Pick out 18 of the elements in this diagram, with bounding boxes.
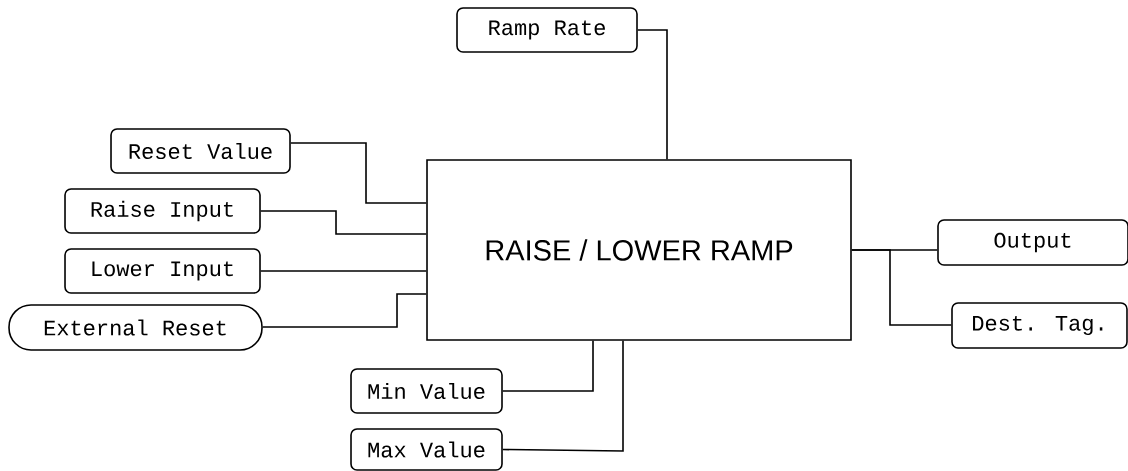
input-box: Min Value xyxy=(350,368,503,414)
input-box: External Reset xyxy=(8,304,263,351)
input-box: Max Value xyxy=(350,428,503,471)
connector-line xyxy=(262,293,427,328)
function-block: RAISE / LOWER RAMP xyxy=(426,159,852,341)
output-box: Output xyxy=(937,219,1128,266)
input-box: Lower Input xyxy=(64,248,261,294)
connector-line xyxy=(637,29,668,160)
connector-line xyxy=(502,340,624,452)
connector-line xyxy=(260,210,427,235)
input-box: Ramp Rate xyxy=(456,7,638,53)
connector-line xyxy=(502,340,594,392)
input-box: Reset Value xyxy=(110,128,291,174)
connector-line xyxy=(260,270,427,272)
connector-line xyxy=(290,142,427,204)
output-box: Dest. Tag. xyxy=(951,302,1128,349)
connector-line xyxy=(851,249,952,326)
input-box: Raise Input xyxy=(64,188,261,234)
